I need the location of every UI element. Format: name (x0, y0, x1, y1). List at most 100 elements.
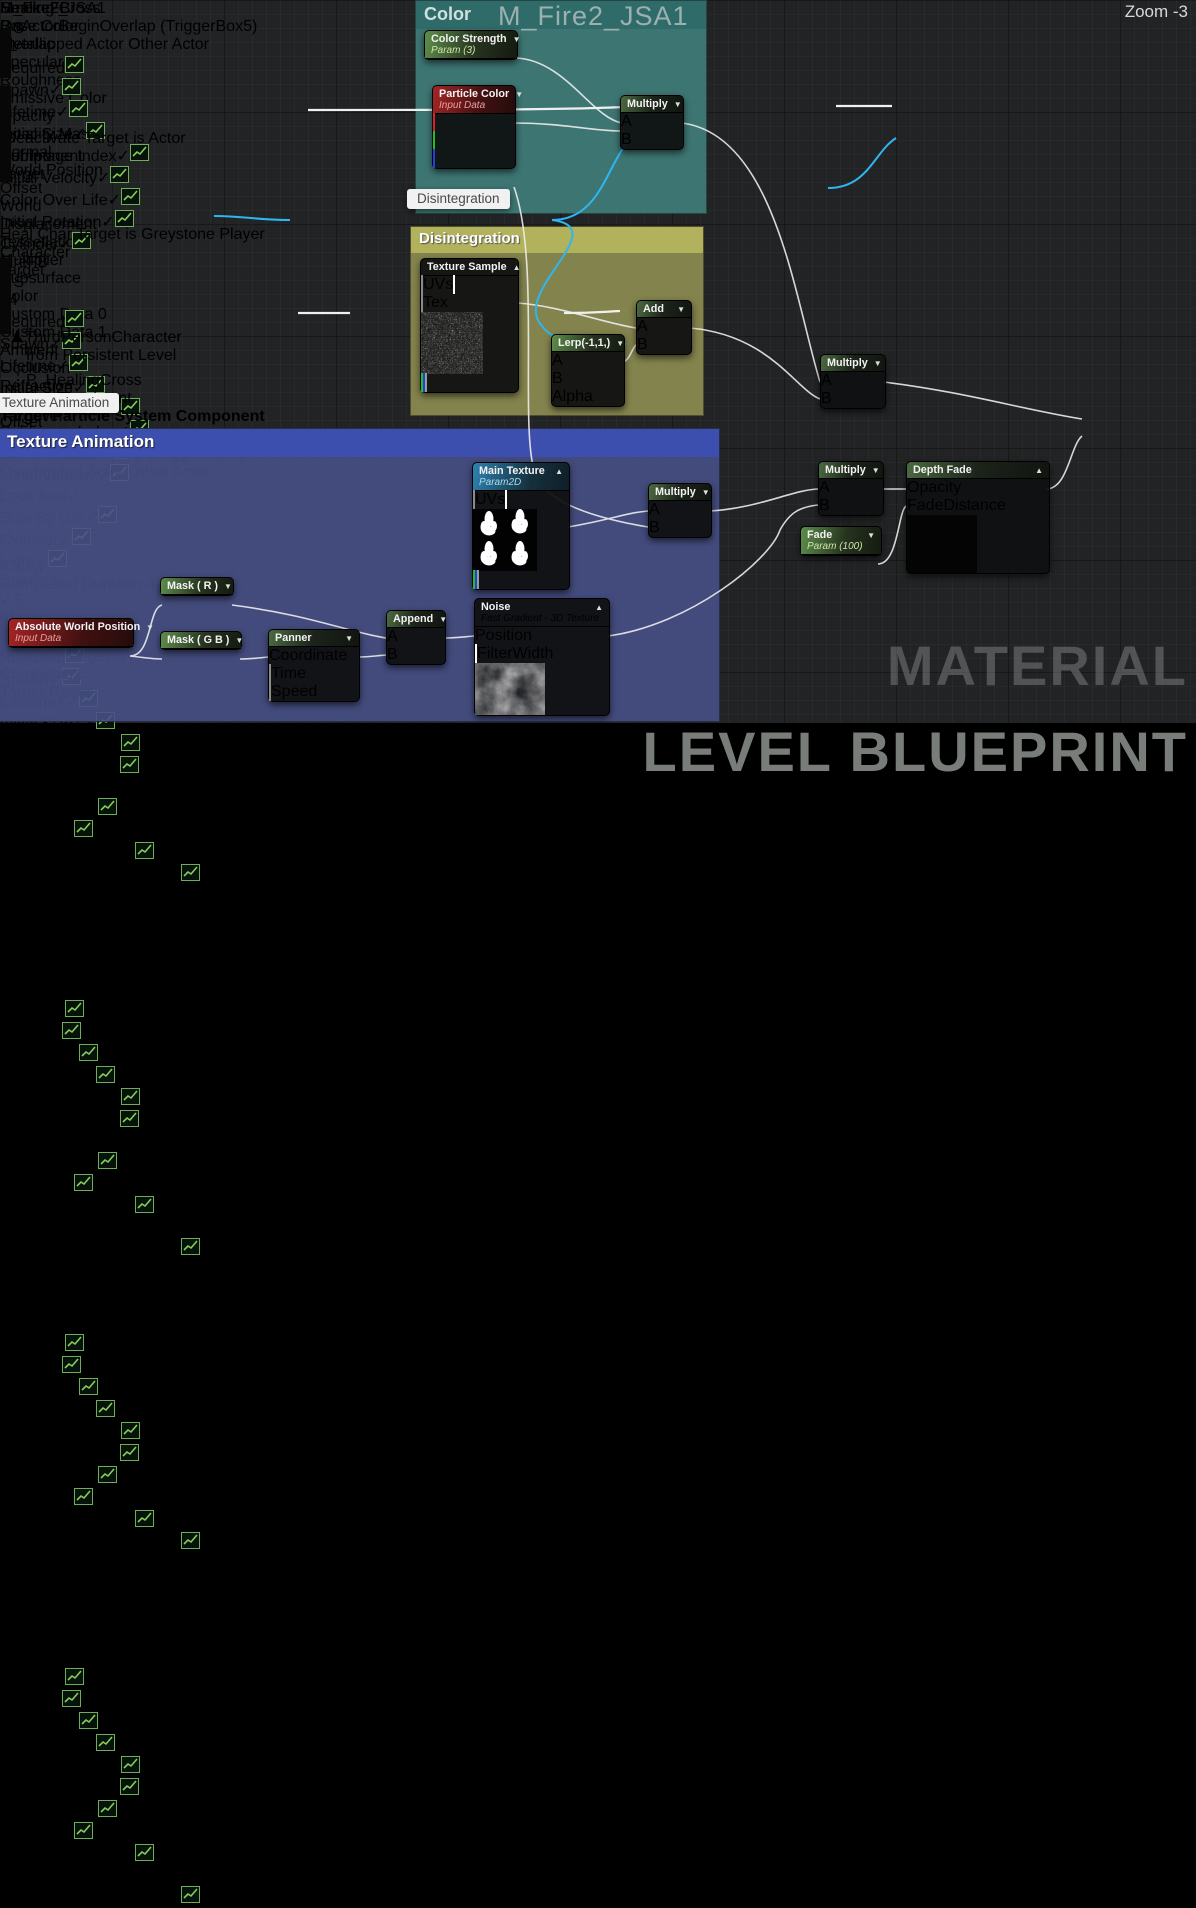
curve-graph-icon[interactable] (62, 1356, 82, 1377)
out-pin[interactable] (433, 131, 435, 150)
node-header[interactable]: OnActorBeginOverlap (TriggerBox5) (0, 18, 272, 36)
curve-graph-icon[interactable] (121, 1422, 140, 1443)
in-pin[interactable] (473, 490, 475, 509)
module-enable-checkbox[interactable]: ✓ (65, 1716, 79, 1733)
curve-graph-icon[interactable] (181, 1532, 201, 1553)
in-pin[interactable] (421, 293, 423, 312)
curve-graph-icon[interactable] (74, 820, 94, 841)
module-row[interactable]: Size By Speed✓ (0, 1132, 1196, 1152)
node-header[interactable]: Panner▼ (269, 630, 359, 647)
module-enable-checkbox[interactable]: ✓ (72, 126, 87, 143)
comment-title[interactable]: Disintegration (411, 227, 703, 253)
module-row[interactable]: Color Over Life✓ (0, 1088, 1196, 1110)
curve-graph-icon[interactable] (78, 1378, 98, 1399)
curve-graph-icon[interactable] (62, 1690, 82, 1711)
curve-graph-icon[interactable] (181, 864, 201, 885)
output-pin-row[interactable]: Opacity (0, 108, 112, 126)
curve-graph-icon[interactable] (97, 1152, 117, 1173)
curve-graph-icon[interactable] (135, 842, 155, 863)
module-row[interactable]: Sphere+✓ (0, 820, 1196, 842)
curve-graph-icon[interactable] (64, 1000, 84, 1021)
node-header[interactable]: Mask ( G B )▼ (161, 632, 244, 649)
output-pin-row[interactable]: Roughness (0, 72, 112, 90)
emitter-enable-checkbox[interactable]: ✓ (0, 1280, 14, 1297)
module-row[interactable]: Initial Size✓ (0, 376, 1196, 398)
module-enable-checkbox[interactable]: ✓ (56, 358, 70, 375)
module-row[interactable]: Scale Color / Life✓ (0, 1510, 1196, 1532)
solo-button[interactable]: S (13, 946, 25, 963)
collapse-arrow-icon[interactable]: ▼ (235, 635, 244, 645)
node-header[interactable]: Texture Sample▲ (421, 259, 521, 276)
module-enable-checkbox[interactable]: ✓ (82, 1738, 96, 1755)
curve-graph-icon[interactable] (181, 1238, 201, 1259)
curve-graph-icon[interactable] (95, 1734, 115, 1755)
collapse-arrow-icon[interactable]: ▼ (146, 622, 155, 632)
node-header[interactable]: Heal Char Target is Greystone Player Cha… (0, 226, 268, 262)
module-enable-checkbox[interactable]: ✓ (168, 1890, 182, 1907)
module-row[interactable]: Required (0, 310, 1196, 332)
node-header[interactable]: Particle Color▼Input Data (433, 86, 523, 114)
out-pin[interactable] (423, 373, 425, 392)
module-enable-checkbox[interactable]: ✓ (116, 148, 130, 165)
solo-button[interactable]: S (13, 274, 25, 291)
curve-graph-icon[interactable] (95, 1400, 115, 1421)
output-pin-row[interactable]: Normal (0, 144, 112, 162)
module-row[interactable]: Color Over Life✓ (0, 1756, 1196, 1778)
module-enable-checkbox[interactable]: ✓ (60, 1826, 75, 1843)
module-enable-checkbox[interactable]: ✓ (121, 1200, 136, 1217)
module-row[interactable]: Spawn✓ (0, 1022, 1196, 1044)
emitter-enable-checkbox[interactable]: ✓ (0, 946, 14, 963)
solo-button[interactable]: S (13, 20, 25, 37)
module-row[interactable]: Local Vector Field+✓ (0, 1554, 1196, 1574)
out-pin[interactable] (433, 113, 435, 132)
material-node-mask-gb[interactable]: Mask ( G B )▼ (160, 631, 244, 650)
module-row[interactable]: Size By Speed✓ (0, 778, 1196, 798)
curve-graph-icon[interactable] (129, 144, 149, 165)
output-pin-row[interactable]: World Position Offset (0, 162, 112, 198)
module-enable-checkbox[interactable]: ✓ (48, 1026, 63, 1043)
module-row[interactable]: Lifetime+✓ (0, 1044, 1196, 1066)
comment-title[interactable]: Texture Animation (0, 429, 719, 457)
curve-graph-icon[interactable] (97, 1466, 117, 1487)
collapse-arrow-icon[interactable]: ▲ (512, 262, 521, 272)
module-enable-checkbox[interactable]: ✓ (168, 868, 182, 885)
module-enable-checkbox[interactable]: ✓ (107, 738, 121, 755)
module-row[interactable]: Sphere+✓ (0, 1174, 1196, 1196)
curve-graph-icon[interactable] (64, 1334, 84, 1355)
out-pin[interactable] (453, 275, 456, 294)
module-row[interactable]: Lifetime✓ (0, 100, 1196, 122)
comment-title[interactable]: Healing Cross (0, 0, 1196, 18)
curve-graph-icon[interactable] (110, 166, 130, 187)
collapse-arrow-icon[interactable]: ▼ (224, 581, 232, 591)
module-enable-checkbox[interactable]: ✓ (101, 214, 115, 231)
curve-graph-icon[interactable] (119, 1444, 139, 1465)
collapse-arrow-icon[interactable]: ▼ (673, 99, 682, 109)
comment-box-texture-animation[interactable]: Texture Animation (0, 428, 720, 722)
module-enable-checkbox[interactable]: ✓ (65, 1382, 79, 1399)
curve-graph-icon[interactable] (64, 310, 84, 331)
module-row[interactable]: SubImage Index✓ (0, 144, 1196, 166)
material-node-color-strength[interactable]: Color Strength▼Param (3) (424, 30, 521, 60)
module-row[interactable]: Color Over Life✓ (0, 1422, 1196, 1444)
curve-graph-icon[interactable] (97, 798, 117, 819)
output-pin-row[interactable]: Metallic (0, 36, 112, 54)
module-enable-checkbox[interactable]: ✓ (106, 1448, 120, 1465)
collapse-arrow-icon[interactable]: ▼ (701, 487, 710, 497)
module-row[interactable]: Cylinder✓ (0, 232, 1196, 254)
module-enable-checkbox[interactable]: ✓ (121, 1848, 136, 1865)
module-enable-checkbox[interactable]: ✓ (60, 1492, 75, 1509)
module-row[interactable]: Initial Size+✓ (0, 1400, 1196, 1422)
collapse-arrow-icon[interactable]: ▼ (871, 465, 880, 475)
module-enable-checkbox[interactable]: ✓ (107, 1426, 121, 1443)
module-row[interactable]: Initial Size+✓ (0, 1734, 1196, 1756)
curve-graph-icon[interactable] (119, 1778, 139, 1799)
module-row[interactable]: Initial Velocity+✓ (0, 1778, 1196, 1800)
module-row[interactable]: Initial Size✓ (0, 122, 1196, 144)
module-row[interactable]: Initial Velocity+✓ (0, 756, 1196, 778)
module-enable-checkbox[interactable]: ✓ (84, 1470, 98, 1487)
output-pin-row[interactable]: Ambient Occlusion (0, 342, 112, 378)
collapse-arrow-icon[interactable]: ▼ (439, 614, 448, 624)
